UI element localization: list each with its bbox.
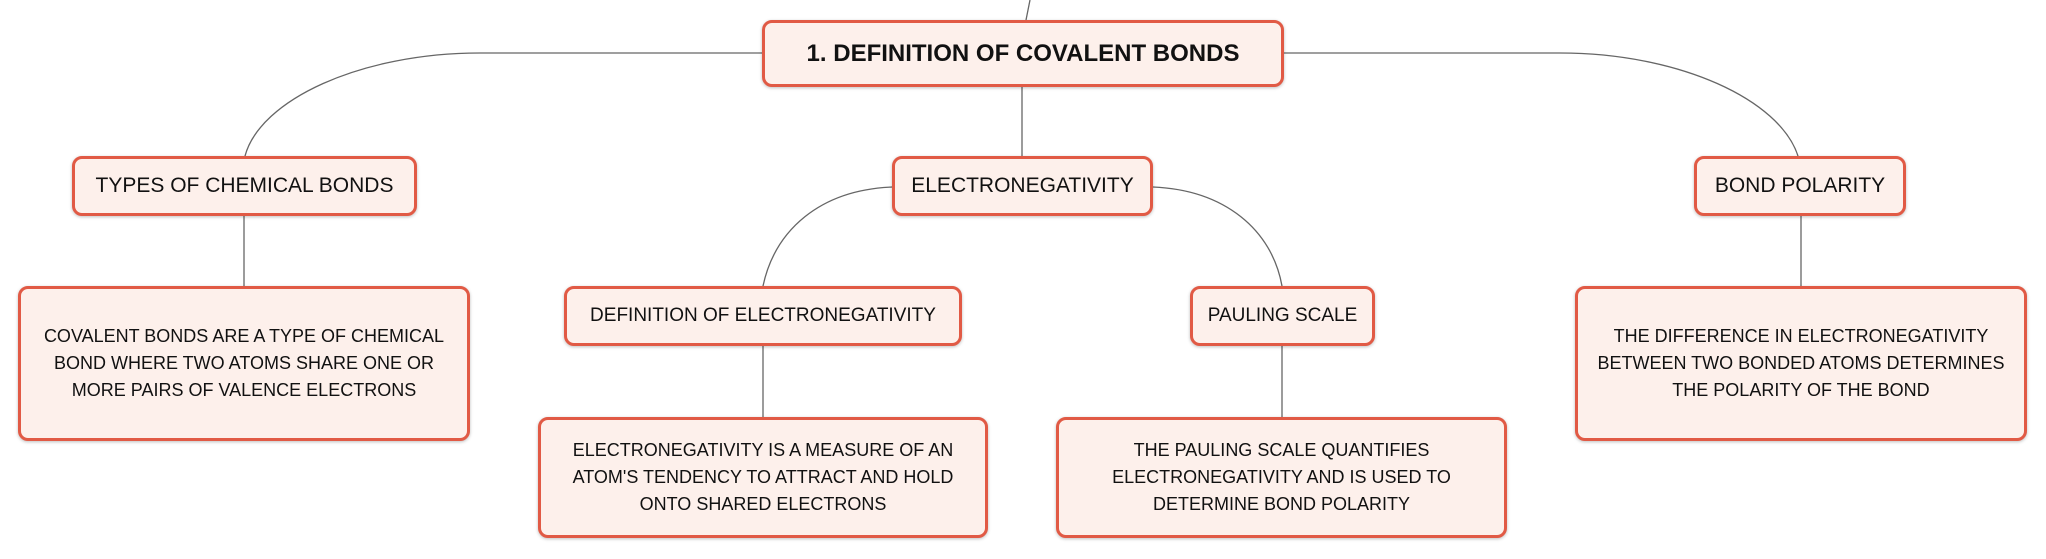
node-pauling-detail[interactable]: THE PAULING SCALE QUANTIFIES ELECTRONEGA…	[1056, 417, 1507, 538]
node-label: ELECTRONEGATIVITY	[911, 174, 1134, 197]
connector-root-polarity	[1284, 52, 1799, 157]
node-polarity-detail[interactable]: THE DIFFERENCE IN ELECTRONEGATIVITY BETW…	[1575, 286, 2027, 441]
node-definition-of-electronegativity[interactable]: DEFINITION OF ELECTRONEGATIVITY	[564, 286, 962, 346]
node-label: PAULING SCALE	[1207, 305, 1358, 326]
node-label: TYPES OF CHEMICAL BONDS	[95, 174, 394, 197]
connector-electronegativity-definition	[762, 186, 893, 287]
node-text: THE DIFFERENCE IN ELECTRONEGATIVITY BETW…	[1597, 326, 2005, 400]
node-label: DEFINITION OF ELECTRONEGATIVITY	[590, 305, 936, 326]
node-text: ELECTRONEGATIVITY IS A MEASURE OF AN ATO…	[572, 440, 954, 514]
node-label: BOND POLARITY	[1714, 174, 1886, 197]
node-bond-polarity[interactable]: BOND POLARITY	[1694, 156, 1906, 216]
connector-root-parent	[1025, 0, 1031, 21]
node-pauling-scale[interactable]: PAULING SCALE	[1190, 286, 1375, 346]
node-text: THE PAULING SCALE QUANTIFIES ELECTRONEGA…	[1112, 440, 1451, 514]
node-definition-of-covalent-bonds[interactable]: 1. DEFINITION OF COVALENT BONDS	[762, 20, 1284, 87]
node-types-detail[interactable]: COVALENT BONDS ARE A TYPE OF CHEMICAL BO…	[18, 286, 470, 441]
node-text: COVALENT BONDS ARE A TYPE OF CHEMICAL BO…	[43, 326, 445, 400]
node-definition-detail[interactable]: ELECTRONEGATIVITY IS A MEASURE OF AN ATO…	[538, 417, 988, 538]
connector-root-types	[244, 52, 762, 157]
node-electronegativity[interactable]: ELECTRONEGATIVITY	[892, 156, 1153, 216]
connector-electronegativity-pauling	[1152, 186, 1283, 287]
node-label: 1. DEFINITION OF COVALENT BONDS	[806, 39, 1240, 67]
node-types-of-chemical-bonds[interactable]: TYPES OF CHEMICAL BONDS	[72, 156, 417, 216]
